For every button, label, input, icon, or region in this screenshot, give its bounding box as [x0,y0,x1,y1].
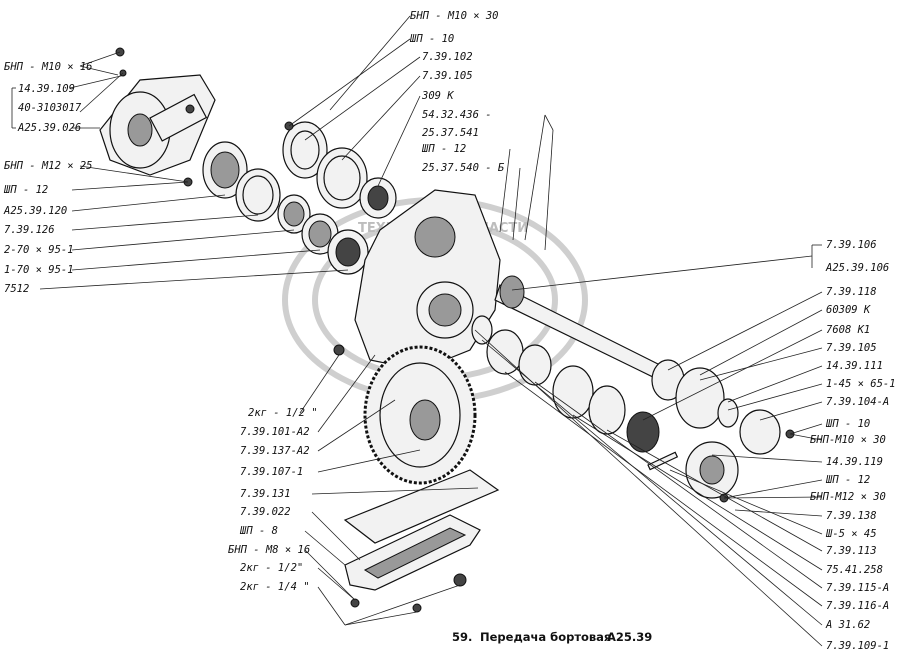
label-part: А25.39.120 [3,205,67,217]
labels-left: БНП - М10 × 16 14.39.109 40-3103017 А25.… [3,61,93,295]
caption-code: А25.39 [607,630,652,644]
label-part: 7.39.118 [826,286,877,298]
gear-part [363,345,477,485]
leader-lines [11,15,823,647]
label-part: 7.39.109-1 [826,640,889,652]
label-part: 25.37.540 - Б [422,162,505,174]
label-part: 7.39.101-А2 [240,426,310,438]
label-part: 60309 К [826,304,871,316]
label-part: А25.39.106 [825,262,889,274]
label-part: БНП-М10 × 30 [810,434,886,446]
label-part: 7.39.131 [240,488,291,500]
label-part: 7608 К1 [826,324,870,336]
label-part: 2кг - 1/2" [240,562,303,574]
label-part: 1-45 × 65-1 [826,378,896,390]
label-part: 7.39.105 [826,342,877,354]
label-part: 7.39.116-А [826,600,889,612]
label-part: 2кг - 1/4 " [240,581,310,593]
label-part: 7.39.137-А2 [240,445,310,457]
label-part: 7.39.106 [826,239,877,251]
label-part: БНП - М10 × 16 [4,61,93,73]
label-part: ШП - 12 [3,184,48,196]
flange-hub-part [99,47,216,187]
label-part: 7.39.126 [4,224,55,236]
label-part: 7.39.105 [422,70,473,82]
housing-part [333,189,501,371]
label-part: 14.39.109 [18,83,75,95]
caption-number: 59. [452,630,472,644]
label-part: 1-70 × 95-1 [4,264,74,276]
label-part: БНП - М10 × 30 [410,10,499,22]
top-rings [282,121,397,219]
label-part: ШП - 10 [825,418,870,430]
label-part: 25.37.541 [422,127,479,139]
seal-rings-left [202,141,369,275]
label-part: 7.39.113 [826,545,877,557]
figure-caption: 59. Передача бортовая А25.39 [452,630,652,644]
caption-title: Передача бортовая [480,630,611,644]
label-part: 54.32.436 - [422,109,492,121]
label-part: 2-70 × 95-1 [4,244,74,256]
labels-top: БНП - М10 × 30 ШП - 10 7.39.102 7.39.105… [409,10,505,174]
label-part: 309 К [421,90,454,102]
label-part: 40-3103017 [18,102,82,114]
label-part: ШП - 12 [421,143,466,155]
label-part: 75.41.258 [826,564,883,576]
label-part: А25.39.026 [17,122,81,134]
label-part: 2кг - 1/2 " [248,407,318,419]
label-part: 14.39.111 [826,360,883,372]
labels-right: 7.39.106 А25.39.106 7.39.118 60309 К 760… [810,239,896,652]
label-part: ШП - 12 [825,474,870,486]
label-part: 7.39.138 [826,510,877,522]
label-part: 7512 [4,283,29,295]
labels-bottom-left: 2кг - 1/2 " 7.39.101-А2 7.39.137-А2 7.39… [228,407,318,593]
label-part: ШП - 8 [239,525,278,537]
label-part: Ш-5 × 45 [825,528,877,540]
label-part: 7.39.022 [240,506,291,518]
label-part: БНП-М12 × 30 [810,491,886,503]
label-part: 7.39.104-А [826,396,889,408]
label-part: 7.39.107-1 [240,466,303,478]
label-part: БНП - М8 × 16 [228,544,310,556]
label-part: 14.39.119 [826,456,883,468]
label-part: 7.39.115-А [826,582,889,594]
label-part: А 31.62 [825,619,870,631]
label-part: 7.39.102 [422,51,473,63]
label-part: ШП - 10 [409,33,454,45]
label-part: БНП - М12 × 25 [4,160,93,172]
parts-drawing [99,47,795,613]
cover-parts [343,469,500,613]
